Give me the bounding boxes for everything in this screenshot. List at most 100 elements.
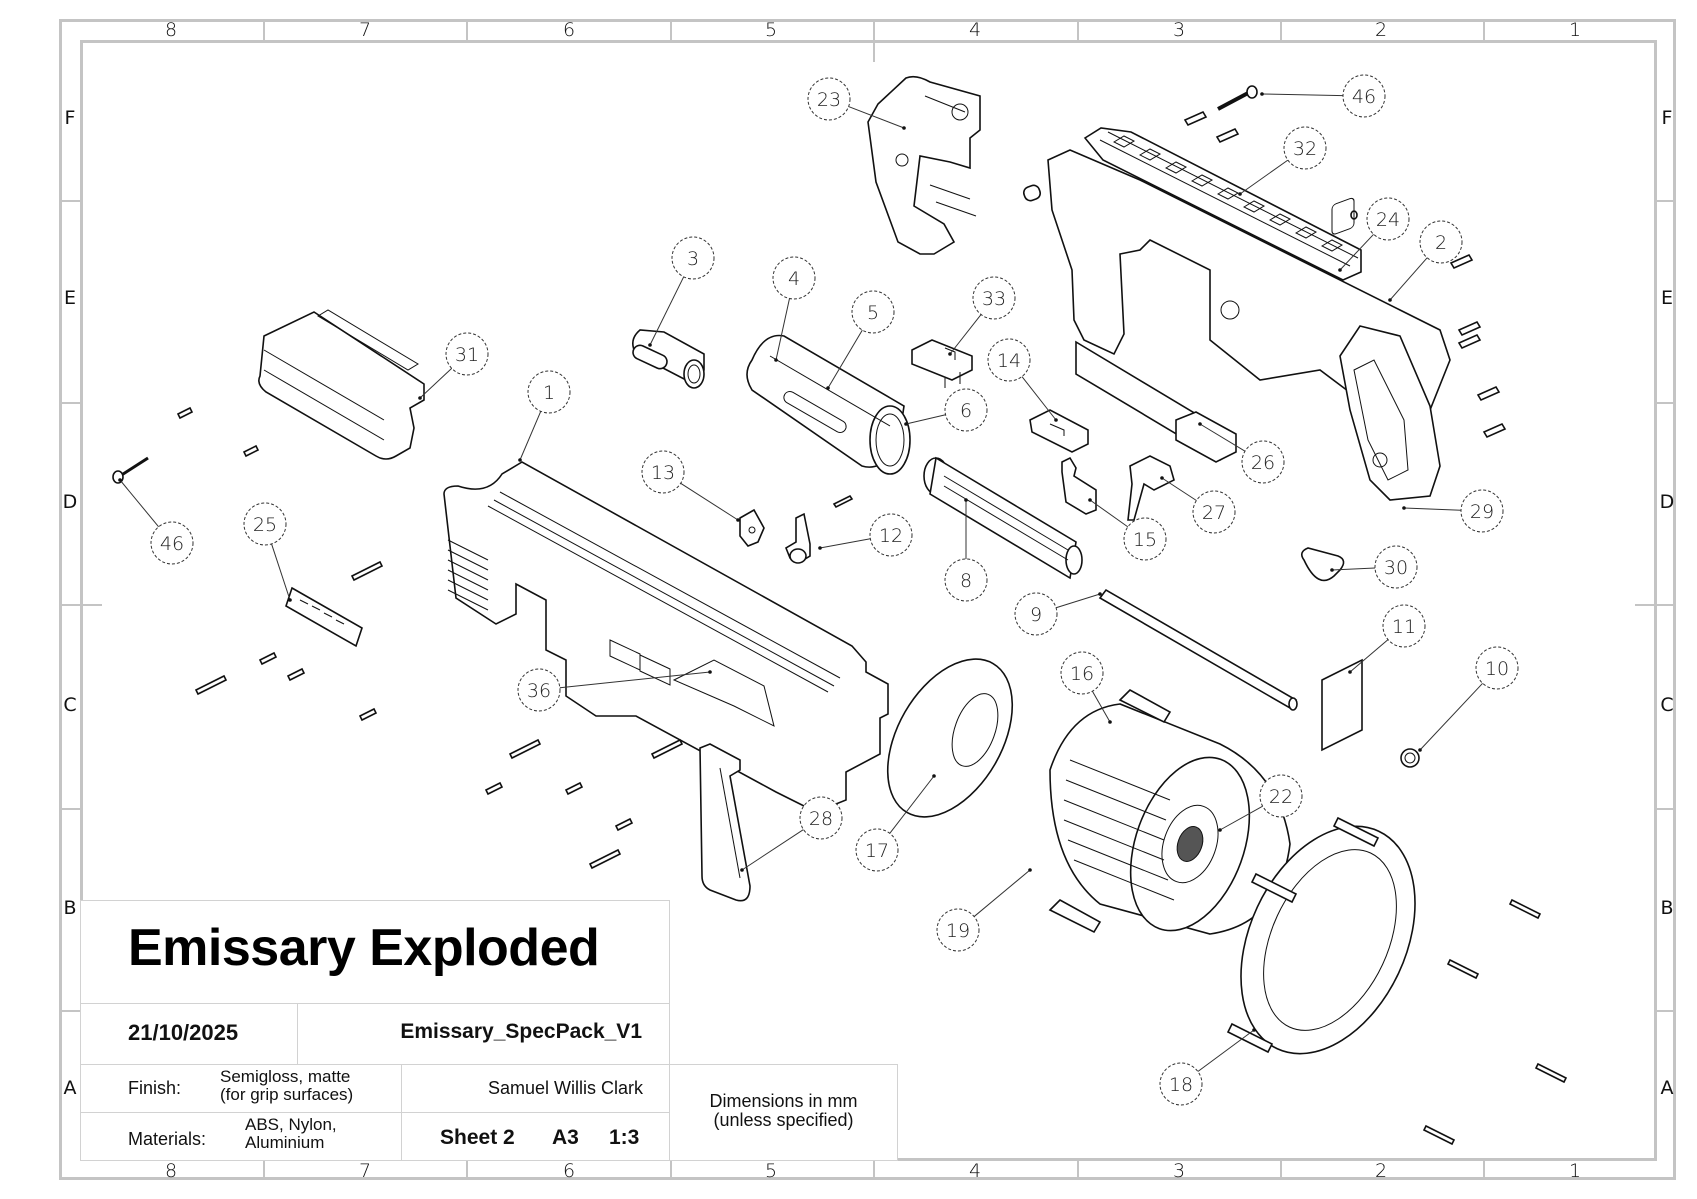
leader-terminator: [1238, 192, 1242, 196]
leader-terminator: [118, 478, 122, 482]
leader-line-long-screw-upper: [1261, 93, 1344, 97]
leader-terminator: [902, 126, 906, 130]
dimensions-note-line1: Dimensions in mm: [709, 1091, 858, 1111]
balloon-number: 5: [867, 302, 879, 324]
balloon-circle: [772, 256, 816, 300]
leader-line-pistol-grip-frame: [1403, 507, 1462, 511]
zone-column-label-bottom: 7: [358, 1160, 372, 1182]
part-trigger: [1127, 455, 1175, 521]
materials-value: ABS, Nylon, Aluminium: [245, 1116, 337, 1152]
balloon-pistol-grip-frame: 29: [1460, 489, 1504, 533]
leader-line-rail-handguard: [419, 367, 453, 399]
leader-line-knob: [1419, 682, 1483, 751]
author-cell: [401, 1064, 670, 1113]
zone-divider: [1657, 1010, 1676, 1012]
balloon-drum-impeller: 22: [1259, 774, 1303, 818]
leader-terminator: [1088, 498, 1092, 502]
leader-terminator: [708, 670, 712, 674]
zone-column-label-top: 4: [968, 19, 982, 41]
balloon-circle: [1366, 197, 1410, 241]
balloon-circle: [517, 668, 561, 712]
balloon-circle: [1475, 646, 1519, 690]
zone-column-label-top: 3: [1172, 19, 1186, 41]
balloon-number: 9: [1030, 604, 1042, 626]
balloon-number: 6: [960, 400, 972, 422]
leader-line-mag-bracket: [1349, 639, 1389, 673]
balloon-number: 31: [455, 344, 479, 366]
date-cell: [80, 1003, 298, 1065]
zone-divider: [670, 21, 672, 40]
leader-line-lower-shell: [519, 411, 542, 461]
zone-row-label-right: F: [1661, 107, 1673, 129]
leader-line-vent-plate: [271, 543, 291, 601]
zone-column-label-top: 8: [164, 19, 178, 41]
zone-row-label-right: E: [1660, 287, 1673, 309]
zone-divider: [873, 1159, 875, 1178]
part-front-sight-mount: [867, 75, 981, 255]
zone-row-label-right: B: [1660, 897, 1674, 919]
zone-row-label-left: B: [63, 897, 77, 919]
leader-terminator: [740, 868, 744, 872]
materials-value-line1: ABS, Nylon,: [245, 1115, 337, 1134]
balloon-number: 27: [1202, 502, 1226, 524]
part-drum-cover-plate: [886, 658, 1014, 818]
leader-line-guide-rod: [1055, 593, 1101, 609]
zone-row-label-right: C: [1660, 694, 1674, 716]
finish-value-line1: Semigloss, matte: [220, 1067, 351, 1086]
zone-row-label-left: C: [63, 694, 77, 716]
zone-divider: [61, 1010, 80, 1012]
leader-terminator: [736, 518, 740, 522]
part-grip-panel: [699, 743, 751, 902]
leader-line-trigger: [1161, 477, 1197, 501]
zone-divider: [1657, 402, 1676, 404]
leader-terminator: [418, 396, 422, 400]
leader-terminator: [1198, 422, 1202, 426]
leader-terminator: [1218, 828, 1222, 832]
zone-divider: [1483, 1159, 1485, 1178]
part-barrel-coupler: [632, 329, 705, 389]
leader-terminator: [1402, 506, 1406, 510]
author-value: Samuel Willis Clark: [487, 1078, 643, 1098]
zone-divider: [1077, 21, 1079, 40]
zone-divider: [61, 402, 80, 404]
leader-line-upper-receiver: [1389, 257, 1428, 301]
balloon-circle: [1382, 604, 1426, 648]
part-sear-plate: [1061, 456, 1097, 515]
center-mark: [873, 40, 875, 62]
zone-row-label-left: D: [62, 491, 78, 513]
leader-terminator: [1054, 418, 1058, 422]
leader-line-drum-ring-mount: [1197, 1029, 1255, 1072]
balloon-cam-lever: 12: [869, 513, 913, 557]
finish-value-line2: (for grip surfaces): [220, 1085, 354, 1104]
file-name-value: Emissary_SpecPack_V1: [400, 1020, 642, 1043]
leader-line-drum-frame: [973, 869, 1031, 917]
parts-layer: [112, 75, 1568, 1146]
leader-terminator: [1098, 592, 1102, 596]
leader-line-cam-lever: [819, 538, 871, 549]
sheet-info-cell: [401, 1112, 670, 1161]
balloon-guide-rod: 9: [1014, 592, 1058, 636]
leader-line-grip-panel: [741, 829, 804, 871]
leader-line-top-rail: [1239, 159, 1289, 195]
zone-column-label-top: 2: [1374, 19, 1388, 41]
dimensions-note: Dimensions in mm (unless specified): [669, 1092, 898, 1130]
balloon-plunger-tube-end: 4: [772, 256, 816, 300]
zone-column-label-bottom: 6: [562, 1160, 576, 1182]
zone-divider: [263, 21, 265, 40]
balloon-circle: [1060, 651, 1104, 695]
part-rail-handguard: [258, 309, 425, 460]
zone-column-label-top: 6: [562, 19, 576, 41]
zone-divider: [873, 21, 875, 40]
outer-border: [59, 19, 1676, 1180]
balloon-number: 30: [1384, 557, 1408, 579]
zone-divider: [1280, 1159, 1282, 1178]
balloon-number: 10: [1485, 658, 1509, 680]
zone-divider: [61, 200, 80, 202]
part-guide-rod: [1098, 588, 1298, 711]
part-latch-block: [1029, 409, 1089, 453]
leader-terminator: [518, 458, 522, 462]
balloon-circle: [671, 236, 715, 280]
balloon-rail-handguard: 31: [445, 332, 489, 376]
leader-line-drum-impeller: [1219, 805, 1263, 831]
